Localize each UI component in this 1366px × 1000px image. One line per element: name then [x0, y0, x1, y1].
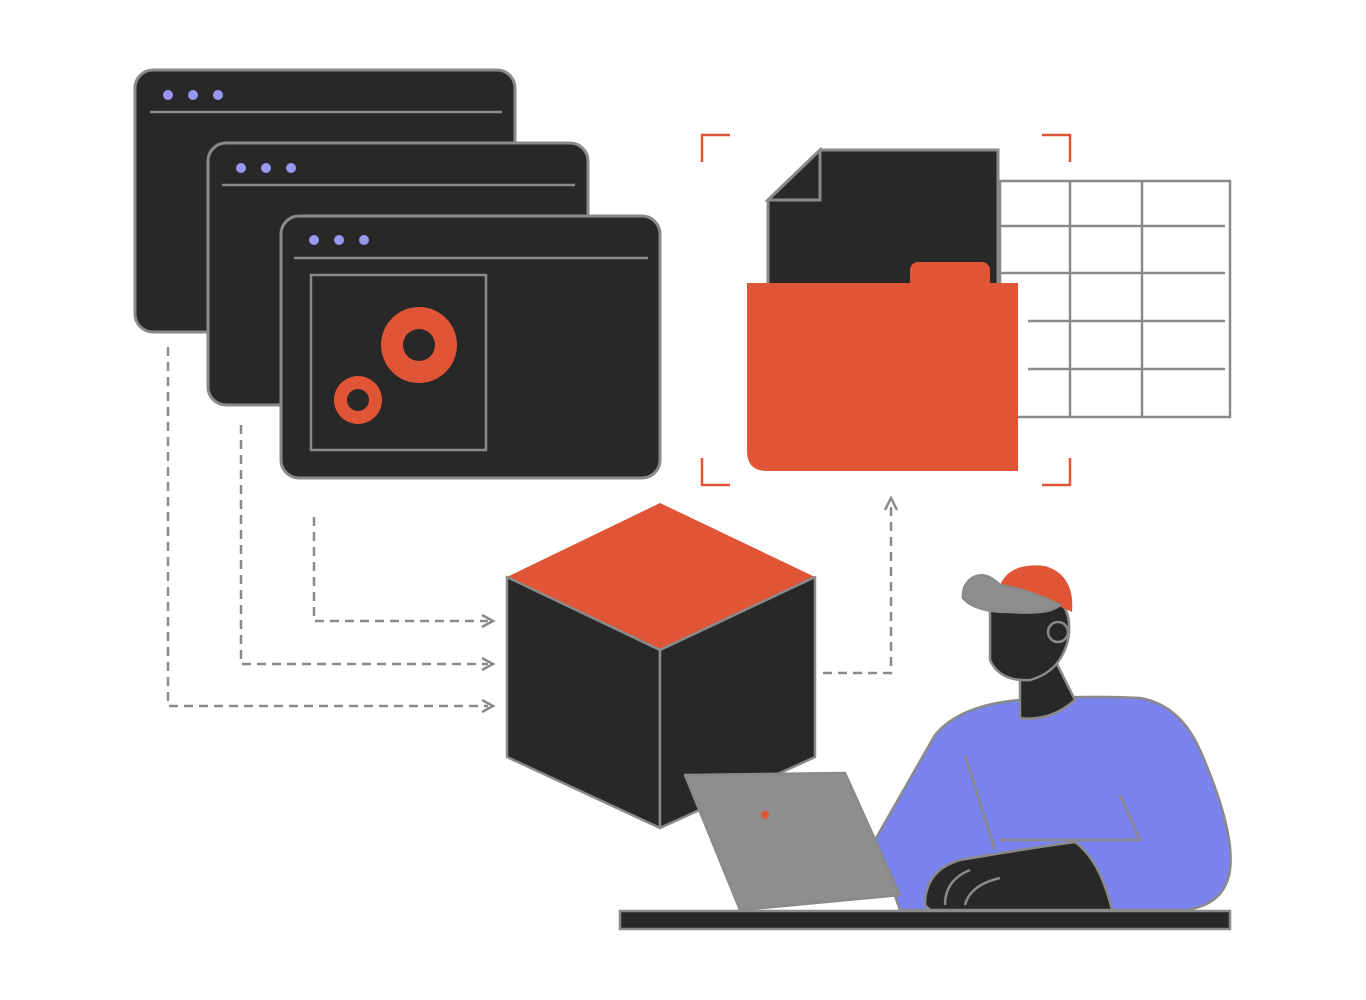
gears-icon	[334, 307, 457, 424]
person-at-laptop	[683, 565, 1232, 912]
browser-window-icon	[279, 214, 662, 480]
table-grid-icon	[998, 179, 1232, 419]
dashed-connectors	[166, 347, 893, 708]
arrowheads	[481, 495, 899, 714]
folder-icon	[747, 262, 1018, 471]
selection-brackets	[700, 133, 1072, 487]
desk	[618, 909, 1232, 931]
cube-icon	[505, 503, 817, 830]
